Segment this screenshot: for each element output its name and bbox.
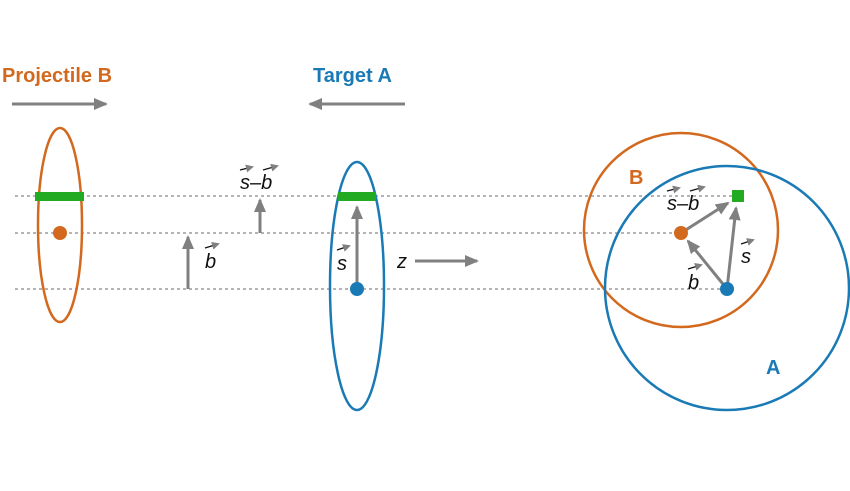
vector-s-left-overarrow xyxy=(336,244,351,252)
vector-s-minus-b-right-overarrow-s xyxy=(666,185,681,194)
circle-b-label: B xyxy=(629,167,643,189)
vector-s-minus-b-right-label: s–b xyxy=(667,193,699,215)
overlap-point-square xyxy=(732,190,744,202)
vector-b-left-overarrow xyxy=(204,241,220,250)
vector-s-right-overarrow xyxy=(740,238,755,246)
projectile-transverse-center-dot xyxy=(674,226,688,240)
axis-z-label: z xyxy=(396,251,407,273)
vector-b-right-label: b xyxy=(688,272,699,294)
vector-b-right-overarrow xyxy=(687,262,703,271)
target-center-dot xyxy=(350,282,364,296)
vector-s-minus-b-right-arrow xyxy=(680,201,730,235)
projectile-center-dot xyxy=(53,226,67,240)
projectile-ellipse xyxy=(36,126,84,324)
vector-s-right-label: s xyxy=(741,246,751,268)
projectile-title: Projectile B xyxy=(2,65,112,87)
vector-s-minus-b-left-label: s–b xyxy=(240,172,272,194)
target-overlap-bar xyxy=(338,192,376,201)
target-transverse-circle xyxy=(603,164,850,412)
vector-s-minus-b-left-overarrow-b xyxy=(262,163,279,172)
vector-s-minus-b-right-overarrow-b xyxy=(689,184,706,193)
target-ellipse xyxy=(328,160,386,412)
target-transverse-center-dot xyxy=(720,282,734,296)
circle-a-label: A xyxy=(766,357,780,379)
projectile-overlap-bar xyxy=(35,192,84,201)
vector-s-minus-b-left-overarrow-s xyxy=(239,164,254,173)
target-title: Target A xyxy=(313,65,392,87)
vector-b-right-arrow xyxy=(686,239,729,290)
vector-b-left-label: b xyxy=(205,251,216,273)
projectile-transverse-circle xyxy=(582,131,780,329)
vector-s-right-arrow xyxy=(725,206,741,290)
vector-s-left-label: s xyxy=(337,253,347,275)
